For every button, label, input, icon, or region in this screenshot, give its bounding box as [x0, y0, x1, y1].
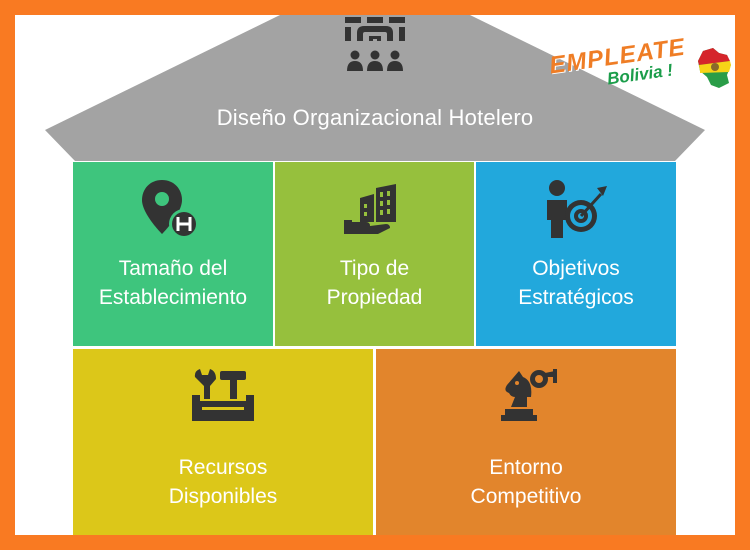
- block-tipo-propiedad: Tipo de Propiedad: [275, 162, 474, 346]
- block-label: Tamaño del Establecimiento: [99, 254, 247, 312]
- block-label-line-2: Propiedad: [326, 286, 423, 309]
- block-label-line-1: Objetivos: [532, 257, 620, 280]
- block-label: Tipo de Propiedad: [327, 254, 423, 312]
- roof: Diseño Organizacional Hotelero: [15, 15, 735, 175]
- block-tamano-establecimiento: Tamaño del Establecimiento: [73, 162, 273, 346]
- block-label: Entorno Competitivo: [471, 453, 582, 511]
- bolivia-map-flag-icon: [698, 48, 731, 88]
- block-label-line-2: Estratégicos: [518, 286, 634, 309]
- block-label: Recursos Disponibles: [169, 453, 278, 511]
- block-objetivos-estrategicos: Objetivos Estratégicos: [476, 162, 676, 346]
- property-buildings-icon: [343, 184, 396, 234]
- block-label-line-2: Disponibles: [168, 485, 278, 508]
- page-frame: Diseño Organizacional Hotelero EMPLEATE …: [15, 15, 735, 535]
- block-label-line-2: Competitivo: [470, 485, 582, 508]
- toolbox-icon: [192, 369, 254, 421]
- organization-structure-icon: [343, 17, 407, 79]
- hotel-location-pin-icon: [142, 180, 199, 239]
- person-target-icon: [547, 180, 607, 238]
- block-label-line-1: Tipo de: [339, 257, 410, 280]
- empleate-bolivia-logo: EMPLEATE Bolivia !: [547, 34, 733, 93]
- block-label-line-1: Recursos: [178, 456, 268, 479]
- block-label-line-1: Entorno: [489, 456, 563, 479]
- block-label: Objetivos Estratégicos: [518, 254, 634, 312]
- block-label-line-2: Establecimiento: [98, 286, 248, 309]
- block-label-line-1: Tamaño del: [118, 257, 228, 280]
- chess-knight-icon: [501, 369, 557, 421]
- diagram-title: Diseño Organizacional Hotelero: [216, 105, 534, 130]
- block-recursos-disponibles: Recursos Disponibles: [73, 349, 373, 535]
- roof-shape: [45, 15, 705, 161]
- block-entorno-competitivo: Entorno Competitivo: [376, 349, 676, 535]
